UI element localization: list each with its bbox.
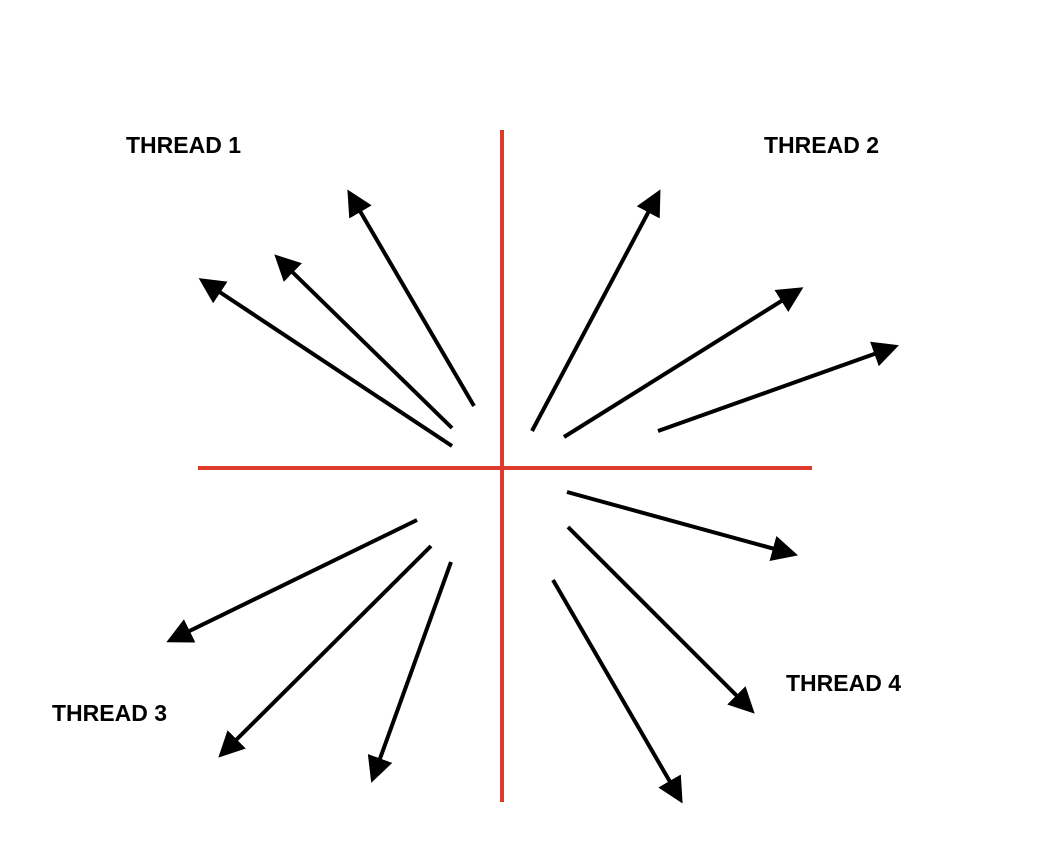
- arrow: [551, 578, 683, 804]
- arrow: [166, 518, 418, 643]
- arrow: [218, 544, 433, 758]
- thread-3-arrows: [166, 518, 453, 783]
- thread-3-label: THREAD 3: [52, 700, 167, 726]
- thread-2-label: THREAD 2: [764, 132, 879, 158]
- arrow: [530, 189, 661, 432]
- thread-4-label: THREAD 4: [786, 670, 901, 696]
- thread-1-arrows: [198, 189, 476, 448]
- arrow: [347, 189, 476, 408]
- arrow: [562, 287, 804, 439]
- thread-4-arrows: [551, 490, 799, 804]
- thread-2-arrows: [530, 189, 899, 439]
- arrow: [566, 525, 755, 714]
- arrow: [198, 278, 454, 448]
- arrow: [367, 561, 453, 783]
- arrow: [274, 254, 454, 430]
- arrow: [566, 490, 799, 562]
- arrow: [657, 341, 899, 433]
- thread-1-label: THREAD 1: [126, 132, 241, 158]
